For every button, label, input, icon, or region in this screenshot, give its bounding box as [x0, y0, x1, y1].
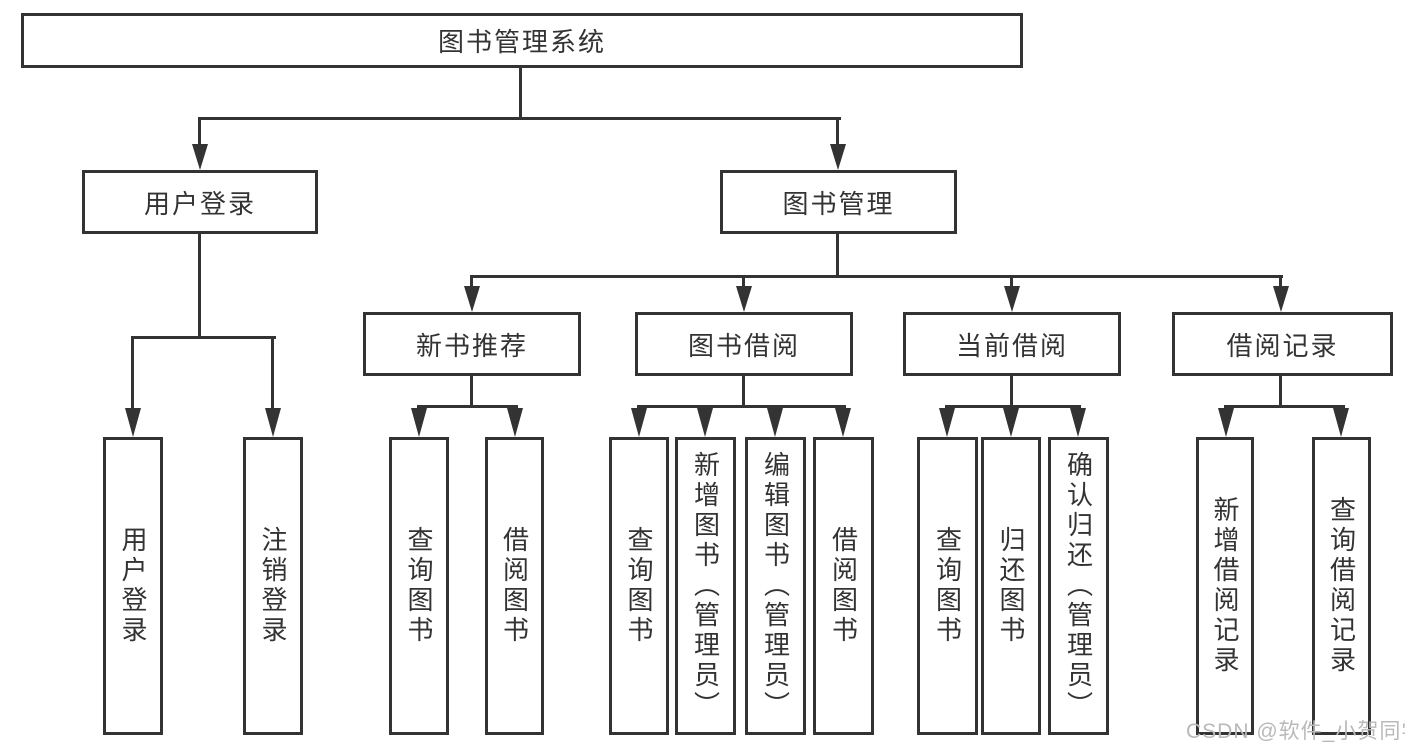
leaf-confirm-return-admin: 确认归还（管理员）: [1048, 437, 1109, 735]
arrow-down-icon: [697, 408, 713, 437]
connector-vertical: [836, 233, 839, 277]
arrow-down-icon: [1070, 408, 1086, 437]
leaf-borrow-books-recommend: 借阅图书: [485, 437, 544, 735]
connector-vertical: [131, 338, 134, 410]
leaf-query-books-current: 查询图书: [917, 437, 978, 735]
arrow-down-icon: [1003, 408, 1019, 437]
connector-vertical: [271, 338, 274, 410]
connector-vertical: [1279, 375, 1282, 407]
node-book-borrowing: 图书借阅: [635, 312, 853, 376]
leaf-query-books-borrowing: 查询图书: [609, 437, 669, 735]
connector-horizontal: [417, 405, 518, 408]
node-user-login: 用户登录: [82, 170, 318, 234]
connector-horizontal: [470, 275, 1283, 278]
leaf-query-books-recommend: 查询图书: [389, 437, 449, 735]
leaf-label: 查询图书: [932, 526, 963, 646]
connector-horizontal: [198, 117, 841, 120]
arrow-down-icon: [830, 144, 846, 170]
leaf-label: 确认归还（管理员）: [1063, 451, 1094, 721]
arrow-down-icon: [1004, 286, 1020, 312]
connector-horizontal: [637, 405, 846, 408]
arrow-down-icon: [1273, 286, 1289, 312]
arrow-down-icon: [265, 408, 281, 437]
leaf-label: 注销登录: [258, 526, 288, 646]
leaf-add-borrow-record: 新增借阅记录: [1196, 437, 1254, 735]
arrow-down-icon: [411, 408, 427, 437]
arrow-down-icon: [736, 286, 752, 312]
arrow-down-icon: [507, 408, 523, 437]
node-new-book-recommendation: 新书推荐: [363, 312, 581, 376]
arrow-down-icon: [464, 286, 480, 312]
leaf-label: 借阅图书: [499, 526, 530, 646]
leaf-label: 查询图书: [624, 526, 654, 646]
leaf-add-book-admin: 新增图书（管理员）: [675, 437, 736, 735]
arrow-down-icon: [1333, 408, 1349, 437]
connector-vertical: [1279, 277, 1282, 288]
arrow-down-icon: [835, 408, 851, 437]
connector-vertical: [470, 277, 473, 288]
node-library-system: 图书管理系统: [21, 13, 1023, 68]
connector-vertical: [836, 119, 839, 146]
arrow-down-icon: [1218, 408, 1234, 437]
node-book-management: 图书管理: [720, 170, 957, 234]
leaf-query-borrow-record: 查询借阅记录: [1312, 437, 1371, 735]
connector-horizontal: [131, 336, 276, 339]
leaf-label: 借阅图书: [828, 526, 859, 646]
node-current-borrowing: 当前借阅: [903, 312, 1121, 376]
arrow-down-icon: [767, 408, 783, 437]
connector-vertical: [742, 375, 745, 407]
connector-vertical: [742, 277, 745, 288]
arrow-down-icon: [939, 408, 955, 437]
leaf-label: 用户登录: [118, 526, 148, 646]
connector-vertical: [470, 375, 473, 407]
connector-vertical: [1010, 277, 1013, 288]
arrow-down-icon: [192, 144, 208, 170]
leaf-label: 新增图书（管理员）: [690, 451, 721, 721]
arrow-down-icon: [125, 408, 141, 437]
node-borrowing-records: 借阅记录: [1172, 312, 1393, 376]
leaf-logout: 注销登录: [243, 437, 303, 735]
leaf-user-login: 用户登录: [103, 437, 163, 735]
leaf-label: 新增借阅记录: [1210, 496, 1240, 676]
csdn-watermark: CSDN @软件_小贺同学: [1186, 720, 1405, 743]
arrow-down-icon: [631, 408, 647, 437]
connector-vertical: [198, 119, 201, 146]
leaf-label: 归还图书: [996, 526, 1026, 646]
connector-vertical: [519, 66, 522, 119]
leaf-edit-book-admin: 编辑图书（管理员）: [745, 437, 806, 735]
leaf-label: 查询图书: [404, 526, 434, 646]
leaf-label: 查询借阅记录: [1326, 496, 1357, 676]
connector-horizontal: [1224, 405, 1345, 408]
leaf-label: 编辑图书（管理员）: [760, 451, 791, 721]
connector-horizontal: [945, 405, 1081, 408]
connector-vertical: [1010, 375, 1013, 407]
leaf-borrow-books-borrowing: 借阅图书: [813, 437, 874, 735]
connector-vertical: [198, 233, 201, 338]
leaf-return-books: 归还图书: [981, 437, 1041, 735]
